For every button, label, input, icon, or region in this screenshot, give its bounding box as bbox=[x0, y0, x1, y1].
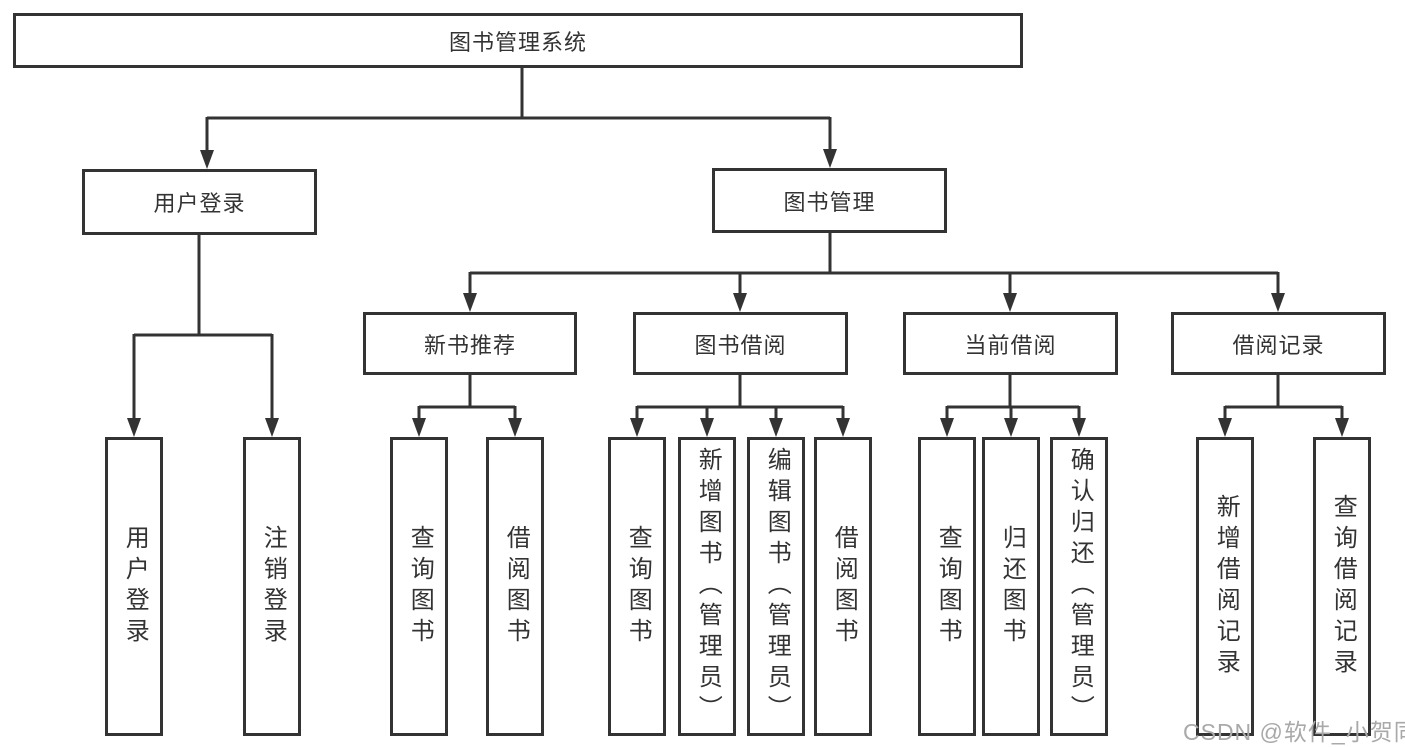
node-borrow-records: 借阅记录 bbox=[1171, 312, 1386, 375]
node-label: 确认归还（管理员） bbox=[1066, 447, 1094, 726]
leaf-user-login: 用户登录 bbox=[105, 437, 163, 736]
leaf-borrow-books: 借阅图书 bbox=[814, 437, 872, 736]
node-new-book-recommend: 新书推荐 bbox=[363, 312, 577, 375]
leaf-query-books-current: 查询图书 bbox=[918, 437, 976, 736]
leaf-borrow-books-recommend: 借阅图书 bbox=[486, 437, 544, 736]
node-label: 借阅记录 bbox=[1232, 332, 1325, 358]
node-label: 新书推荐 bbox=[423, 332, 516, 358]
node-label: 查询图书 bbox=[406, 524, 434, 649]
node-current-borrowing: 当前借阅 bbox=[903, 312, 1118, 375]
node-label: 查询借阅记录 bbox=[1329, 493, 1357, 680]
node-book-management: 图书管理 bbox=[712, 168, 947, 233]
node-book-borrowing: 图书借阅 bbox=[633, 312, 848, 375]
leaf-query-borrow-record: 查询借阅记录 bbox=[1313, 437, 1371, 736]
leaf-logout: 注销登录 bbox=[243, 437, 301, 736]
node-label: 当前借阅 bbox=[964, 332, 1057, 358]
node-label: 查询图书 bbox=[934, 524, 962, 649]
leaf-edit-book-admin: 编辑图书（管理员） bbox=[747, 437, 805, 736]
node-label: 借阅图书 bbox=[830, 524, 858, 649]
node-label: 借阅图书 bbox=[502, 524, 530, 649]
node-label: 用户登录 bbox=[153, 191, 246, 216]
leaf-add-borrow-record: 新增借阅记录 bbox=[1196, 437, 1254, 736]
node-label: 查询图书 bbox=[624, 524, 652, 649]
node-label: 编辑图书（管理员） bbox=[763, 447, 791, 726]
leaf-return-books: 归还图书 bbox=[982, 437, 1040, 736]
node-label: 新增借阅记录 bbox=[1212, 493, 1240, 680]
node-label: 图书管理系统 bbox=[448, 29, 587, 55]
node-label: 图书管理 bbox=[783, 189, 876, 215]
node-label: 新增图书（管理员） bbox=[694, 447, 722, 726]
node-user-login: 用户登录 bbox=[82, 169, 317, 235]
leaf-query-books-borrowing: 查询图书 bbox=[608, 437, 666, 736]
leaf-query-books-recommend: 查询图书 bbox=[390, 437, 448, 736]
node-label: 用户登录 bbox=[121, 524, 149, 649]
leaf-add-book-admin: 新增图书（管理员） bbox=[678, 437, 736, 736]
watermark: CSDN @软件_小贺同学 bbox=[1183, 719, 1405, 745]
node-label: 归还图书 bbox=[998, 524, 1026, 649]
node-root: 图书管理系统 bbox=[13, 13, 1023, 68]
node-label: 注销登录 bbox=[259, 524, 287, 649]
leaf-confirm-return-admin: 确认归还（管理员） bbox=[1050, 437, 1108, 736]
node-label: 图书借阅 bbox=[694, 332, 787, 358]
